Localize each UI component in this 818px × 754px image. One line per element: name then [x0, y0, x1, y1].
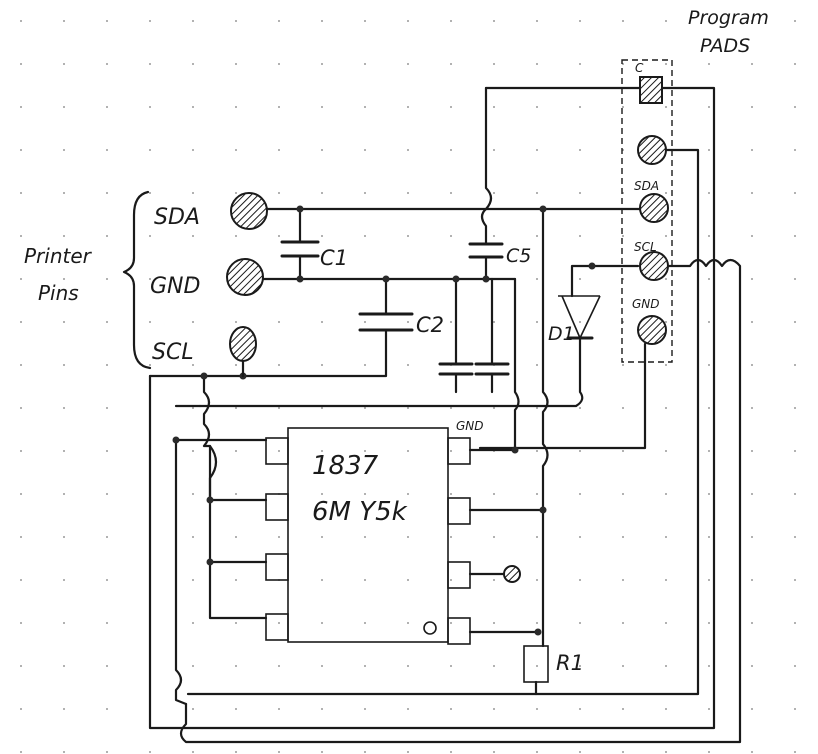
printer-gnd-pin: [226, 258, 264, 296]
node: [539, 506, 547, 514]
program-pad-c: [639, 76, 663, 104]
r1-label: R1: [556, 651, 584, 675]
c1-label: C1: [320, 246, 348, 270]
ic-pin-left-3: [265, 553, 289, 581]
program-pads-box: [621, 59, 673, 363]
pad-gnd-label: GND: [632, 297, 660, 311]
gnd-down-wire: [513, 277, 520, 450]
c5-lead-top: [480, 86, 493, 246]
pad2-wire: [186, 148, 700, 696]
node: [534, 628, 542, 636]
node: [452, 275, 460, 283]
ic-marking-line1: 1837: [312, 451, 379, 481]
node: [296, 205, 304, 213]
ic-left-jumper: [202, 374, 268, 502]
node: [206, 558, 214, 566]
c2-lead-bottom: [148, 328, 388, 378]
scl-pad-right-wire: [179, 258, 742, 744]
node: [200, 372, 208, 380]
printer-scl-pin: [229, 326, 257, 362]
program-pads-title-line2: PADS: [700, 35, 750, 57]
printer-pins-label-line2: Pins: [38, 281, 79, 305]
node: [482, 275, 490, 283]
ic-left-jump2: [208, 444, 218, 502]
sda-vertical-wire: [541, 207, 549, 648]
printer-sda-pin: [230, 192, 268, 230]
ic-pin1-dot: [423, 621, 437, 635]
printer-pin-scl-label: SCL: [152, 340, 194, 365]
c5-label: C5: [506, 245, 531, 267]
ic-left-pin1-wire: [174, 438, 268, 706]
pad-scl-label: SCL: [634, 240, 657, 254]
program-pad-gnd: [637, 315, 667, 345]
program-pad-scl: [639, 251, 669, 281]
gnd-pad-wire: [478, 342, 647, 450]
pad-c-label: C: [635, 61, 644, 75]
c2-label: C2: [416, 313, 444, 337]
ic-body: [287, 427, 449, 643]
program-pad-sda: [639, 193, 669, 223]
ic-pin-left-4: [265, 613, 289, 641]
printer-pins-label-line1: Printer: [24, 244, 93, 268]
printer-pin-gnd-label: GND: [150, 274, 200, 299]
ic-left-pin3-wire: [208, 498, 268, 620]
d1-top-wire: [570, 264, 594, 298]
ic-marking-line2: 6M Y5k: [312, 497, 408, 527]
node: [511, 446, 519, 454]
d1-label: D1: [548, 323, 575, 345]
program-pads-title-line1: Program: [688, 7, 769, 29]
node: [588, 262, 596, 270]
junction-nodes: [172, 205, 596, 636]
program-pad-unused: [637, 135, 667, 165]
node: [296, 275, 304, 283]
ic-gnd-label: GND: [456, 419, 484, 433]
pad-c-return-wire: [148, 86, 716, 730]
node: [382, 275, 390, 283]
pad-sda-label: SDA: [634, 179, 659, 193]
node: [539, 205, 547, 213]
ic-pin-left-1: [265, 437, 289, 465]
node: [206, 496, 214, 504]
printer-pin-sda-label: SDA: [154, 205, 200, 230]
printer-pins-brace: [122, 190, 152, 370]
ic-pin7-pad: [503, 565, 521, 583]
ic-pin-left-2: [265, 493, 289, 521]
d1-bottom-wire: [198, 336, 584, 408]
node: [172, 436, 180, 444]
